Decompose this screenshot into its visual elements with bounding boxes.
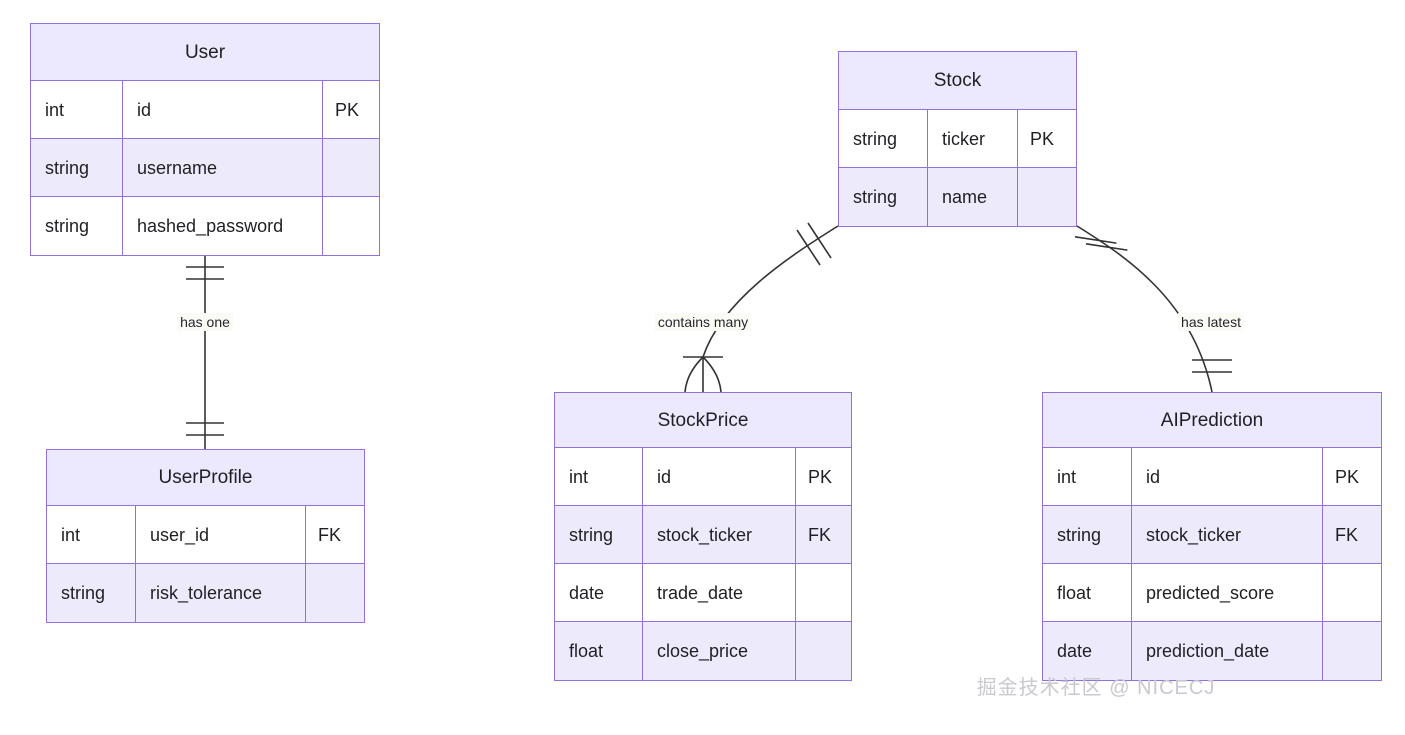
entity-title-userprofile: UserProfile — [47, 450, 364, 506]
attribute-name: predicted_score — [1132, 564, 1323, 621]
attribute-key: PK — [335, 99, 360, 120]
attribute-key — [323, 139, 381, 196]
attribute-type: date — [1043, 622, 1132, 680]
attribute-name: prediction_date — [1132, 622, 1323, 680]
attribute-type: string — [31, 197, 123, 255]
attribute-key: PK — [808, 466, 833, 487]
entity-title-aiprediction: AIPrediction — [1043, 393, 1381, 448]
attribute-key — [796, 564, 853, 621]
attribute-key — [796, 622, 853, 680]
attribute-type: float — [1043, 564, 1132, 621]
attribute-type: int — [1043, 448, 1132, 505]
attribute-name: trade_date — [643, 564, 796, 621]
attribute-type: string — [31, 139, 123, 196]
attribute-key — [323, 197, 381, 255]
attribute-key — [306, 564, 366, 622]
attribute-type: int — [31, 81, 123, 138]
attribute-key: FK — [318, 524, 342, 545]
attribute-name: id — [1132, 448, 1323, 505]
connector-user-userprofile — [186, 255, 224, 449]
attribute-name: username — [123, 139, 323, 196]
attribute-name: id — [123, 81, 323, 138]
attribute-key — [1323, 564, 1383, 621]
connector-stock-stockprice — [683, 222, 839, 393]
entity-title-user: User — [31, 24, 379, 81]
entity-title-stock: Stock — [839, 52, 1076, 110]
attribute-type: int — [555, 448, 643, 505]
attribute-key — [1018, 168, 1078, 226]
attribute-name: risk_tolerance — [136, 564, 306, 622]
attribute-type: string — [47, 564, 136, 622]
attribute-type: float — [555, 622, 643, 680]
entity-title-stockprice: StockPrice — [555, 393, 851, 448]
watermark: 掘金技术社区 @ NICECJ — [976, 677, 1216, 699]
attribute-type: date — [555, 564, 643, 621]
relationship-label-stock-contains-many-stockprice: contains many — [654, 313, 752, 331]
attribute-name: hashed_password — [123, 197, 323, 255]
attribute-key: FK — [808, 524, 832, 545]
attribute-name: id — [643, 448, 796, 505]
attribute-key — [1323, 622, 1383, 680]
attribute-name: name — [928, 168, 1018, 226]
attribute-type: string — [1043, 506, 1132, 563]
relationship-label-stock-has-latest-aiprediction: has latest — [1178, 313, 1244, 331]
attribute-type: string — [555, 506, 643, 563]
connector-stock-aiprediction — [1074, 225, 1232, 393]
attribute-key: FK — [1335, 524, 1359, 545]
attribute-type: string — [839, 110, 928, 167]
attribute-name: ticker — [928, 110, 1018, 167]
attribute-name: stock_ticker — [643, 506, 796, 563]
attribute-key: PK — [1030, 128, 1055, 149]
attribute-type: int — [47, 506, 136, 563]
attribute-name: close_price — [643, 622, 796, 680]
attribute-key: PK — [1335, 466, 1360, 487]
attribute-type: string — [839, 168, 928, 226]
relationship-label-user-has-one-userprofile: has one — [177, 313, 233, 331]
attribute-name: user_id — [136, 506, 306, 563]
attribute-name: stock_ticker — [1132, 506, 1323, 563]
